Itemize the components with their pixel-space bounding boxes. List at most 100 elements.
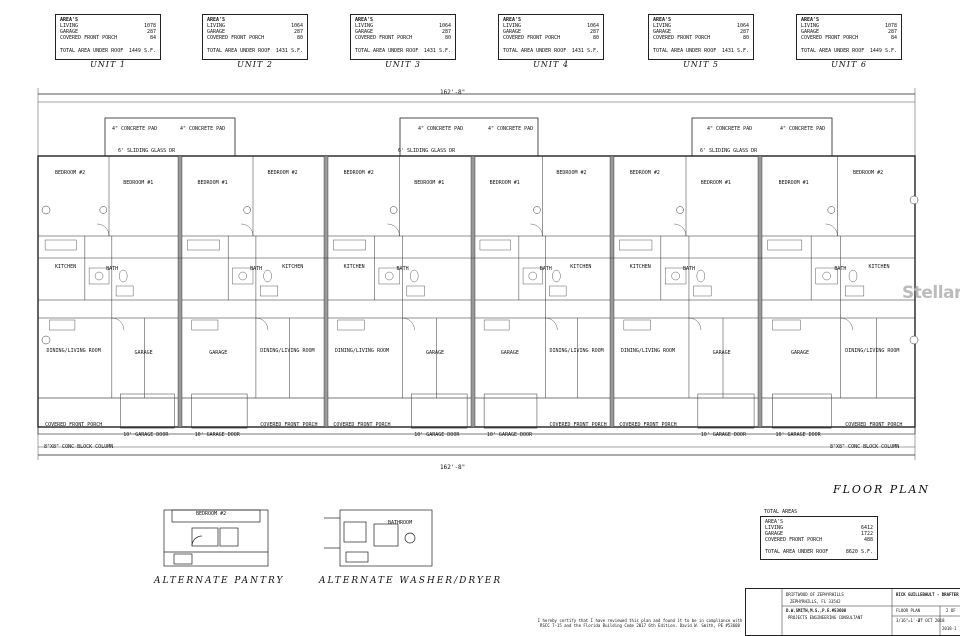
bedroom-1-label: BEDROOM #1 (414, 180, 445, 186)
total-row-label: COVERED FRONT PORCH (765, 537, 823, 543)
area-label: LIVING (207, 23, 226, 29)
area-header: AREA'S (801, 17, 820, 23)
block-column-label: 8"X8" CONC BLOCK COLUMN (830, 444, 900, 450)
certification-note: I hereby certify that I have reviewed th… (537, 618, 743, 628)
total-area-row: COVERED FRONT PORCH 488 (765, 537, 873, 543)
area-value: 84 (149, 35, 156, 41)
area-value: 84 (890, 35, 897, 41)
bath-label: BATH (683, 266, 696, 272)
dining-living-label: DINING/LIVING ROOM (334, 348, 389, 354)
alternate-washer-title: ALTERNATE WASHER/DRYER (319, 576, 503, 586)
bedroom-2-label: BEDROOM #2 (343, 170, 374, 176)
area-header: AREA'S (653, 17, 672, 23)
tb-city: ZEPHYRHILLS, FL 33542 (790, 599, 841, 604)
concrete-pad-label: 4" CONCRETE PAD (180, 126, 226, 132)
garage-label: GARAGE (134, 350, 153, 356)
overall-dimension-bottom: 162'-8" (440, 464, 466, 471)
kitchen-label: KITCHEN (570, 264, 592, 270)
concrete-pad-label: 4" CONCRETE PAD (418, 126, 464, 132)
bath-label: BATH (250, 266, 263, 272)
alt-pantry-room: BEDROOM #2 (196, 511, 227, 517)
area-header: AREA'S (503, 17, 522, 23)
area-value: 1064 (290, 23, 303, 29)
total-row-value: 1722 (860, 531, 873, 537)
area-label: GARAGE (355, 29, 374, 35)
tb-engineer: D.W.SMITH,M.S.,P.E.#53608 (786, 608, 847, 613)
area-total-label: TOTAL AREA UNDER ROOF (207, 48, 271, 54)
kitchen-label: KITCHEN (629, 264, 651, 270)
covered-porch-label: COVERED FRONT PORCH (619, 422, 677, 428)
total-row-value: 488 (863, 537, 873, 543)
area-total-label: TOTAL AREA UNDER ROOF (503, 48, 567, 54)
concrete-pad-label: 4" CONCRETE PAD (488, 126, 534, 132)
area-label: COVERED FRONT PORCH (653, 35, 711, 41)
sliding-door-label: 6' SLIDING GLASS DR (118, 148, 176, 154)
area-label: LIVING (653, 23, 672, 29)
area-label: GARAGE (653, 29, 672, 35)
kitchen-label: KITCHEN (282, 264, 304, 270)
unit-name-2: UNIT 2 (237, 60, 273, 69)
alternate-pantry-detail (163, 509, 269, 567)
garage-label: GARAGE (712, 350, 731, 356)
area-label: GARAGE (801, 29, 820, 35)
area-row: GARAGE 287 (653, 29, 749, 35)
bedroom-1-label: BEDROOM #1 (700, 180, 731, 186)
garage-label: GARAGE (791, 350, 810, 356)
area-label: LIVING (60, 23, 79, 29)
bath-label: BATH (539, 266, 552, 272)
area-total-value: 1449 S.F. (869, 48, 897, 54)
area-label: COVERED FRONT PORCH (801, 35, 859, 41)
party-wall (609, 155, 615, 428)
area-total-value: 1431 S.F. (721, 48, 749, 54)
total-areas-header: AREA'S (765, 519, 784, 525)
concrete-pad-label: 4" CONCRETE PAD (112, 126, 158, 132)
floor-plan-title: FLOOR PLAN (833, 483, 931, 496)
area-header: AREA'S (355, 17, 374, 23)
kitchen-label: KITCHEN (343, 264, 365, 270)
alternate-pantry-title: ALTERNATE PANTRY (154, 576, 285, 586)
dining-living-label: DINING/LIVING ROOM (549, 348, 604, 354)
area-value: 287 (739, 29, 749, 35)
tb-firm: PROJECTS ENGINEERING CONSULTANT (788, 615, 863, 620)
block-column-label: 8"X8" CONC BLOCK COLUMN (44, 444, 114, 450)
bath-label: BATH (106, 266, 119, 272)
total-area-label: TOTAL AREA UNDER ROOF (765, 549, 829, 555)
unit-name-5: UNIT 5 (683, 60, 719, 69)
bath-label: BATH (396, 266, 409, 272)
bedroom-1-label: BEDROOM #1 (778, 180, 809, 186)
watermark-logo: Stellar (902, 283, 960, 303)
area-value: 1064 (586, 23, 599, 29)
area-value: 1064 (438, 23, 451, 29)
bedroom-1-label: BEDROOM #1 (123, 180, 154, 186)
garage-label: GARAGE (209, 350, 228, 356)
area-value: 1078 (884, 23, 897, 29)
concrete-pad-label: 4" CONCRETE PAD (780, 126, 826, 132)
covered-porch-label: COVERED FRONT PORCH (333, 422, 391, 428)
area-row: GARAGE 287 (355, 29, 451, 35)
party-wall (470, 155, 476, 428)
area-label: COVERED FRONT PORCH (503, 35, 561, 41)
area-total-label: TOTAL AREA UNDER ROOF (60, 48, 124, 54)
kitchen-label: KITCHEN (868, 264, 890, 270)
area-value: 287 (441, 29, 451, 35)
kitchen-label: KITCHEN (55, 264, 77, 270)
area-total-value: 1431 S.F. (275, 48, 303, 54)
unit-name-1: UNIT 1 (90, 60, 126, 69)
area-value: 80 (444, 35, 451, 41)
covered-porch-label: COVERED FRONT PORCH (549, 422, 607, 428)
unit-name-6: UNIT 6 (831, 60, 867, 69)
bedroom-2-label: BEDROOM #2 (55, 170, 86, 176)
tb-sheet-title: FLOOR PLAN (896, 608, 921, 613)
area-row: COVERED FRONT PORCH 84 (801, 35, 897, 41)
sliding-door-label: 6' SLIDING GLASS DR (700, 148, 758, 154)
